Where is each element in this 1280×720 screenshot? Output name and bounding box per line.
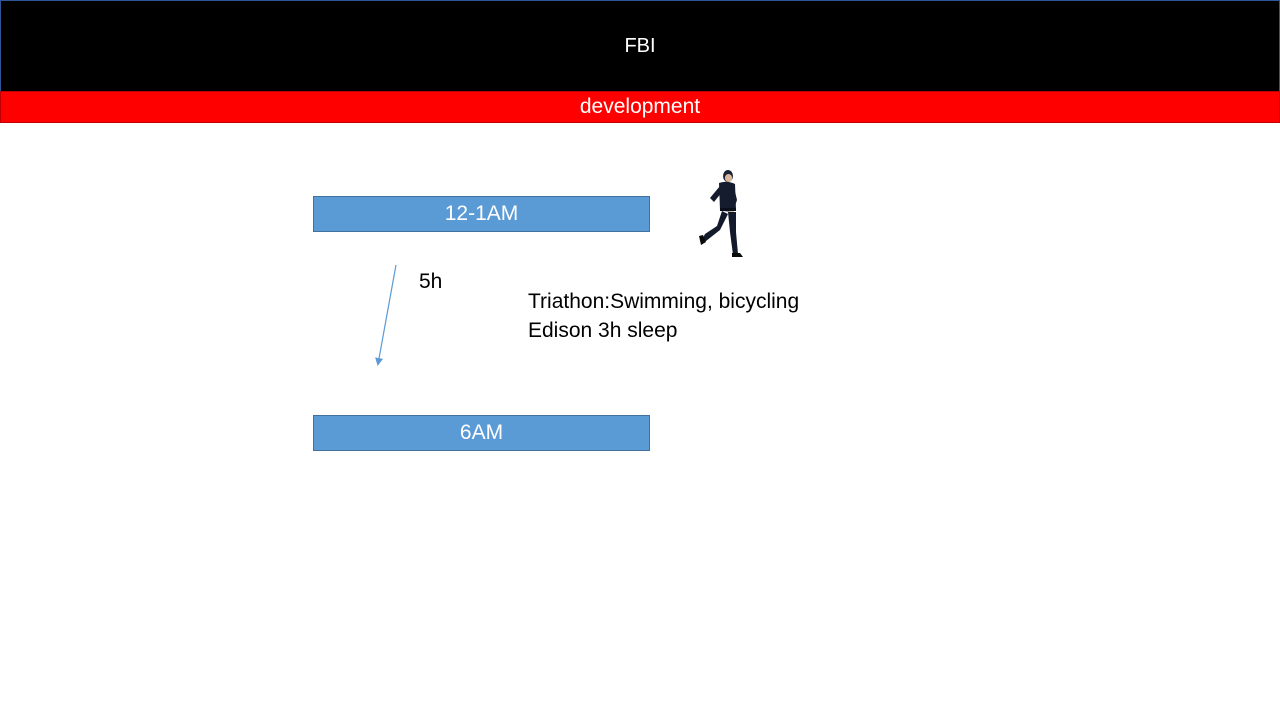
- duration-label: 5h: [419, 270, 443, 293]
- note-edison: Edison 3h sleep: [528, 319, 678, 342]
- end-time-label: 6AM: [459, 421, 504, 444]
- subtitle-bar: development: [0, 91, 1280, 123]
- page-subtitle: development: [579, 95, 701, 118]
- end-time-box: 6AM: [313, 415, 650, 451]
- start-time-box: 12-1AM: [313, 196, 650, 232]
- running-officer-icon: [699, 170, 743, 257]
- title-bar: FBI: [0, 0, 1280, 92]
- note-triathlon: Triathon:Swimming, bicycling: [528, 290, 800, 313]
- start-time-label: 12-1AM: [444, 202, 519, 225]
- page-title: FBI: [624, 34, 656, 57]
